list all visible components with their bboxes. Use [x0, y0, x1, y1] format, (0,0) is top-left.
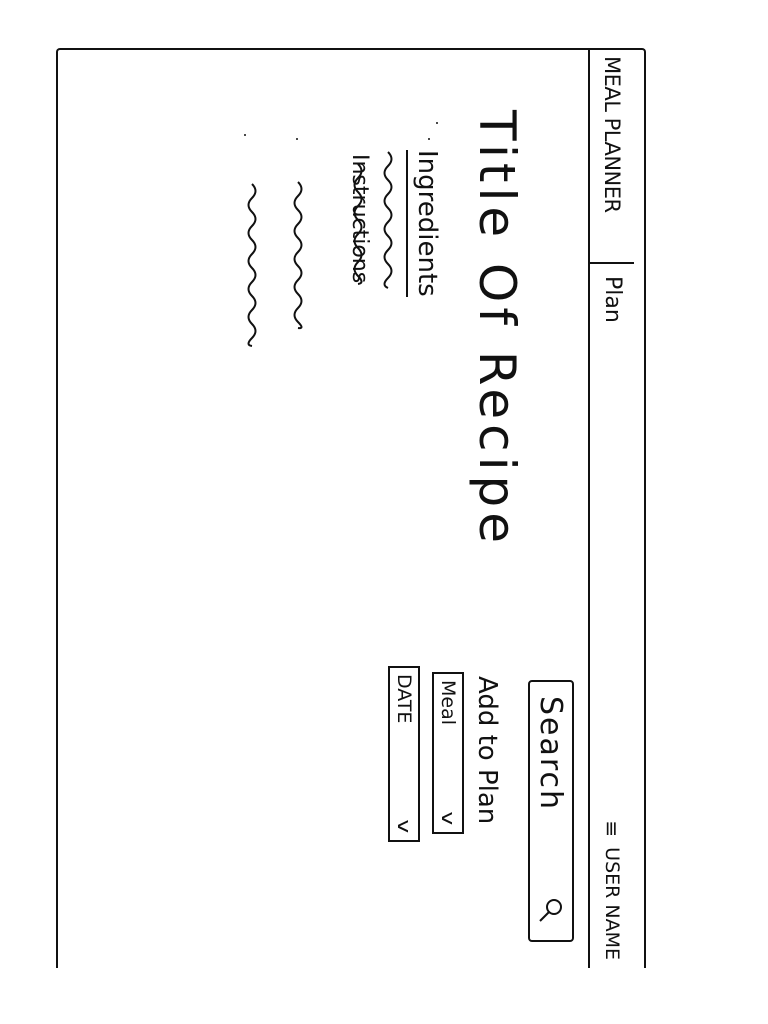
bullet-dot	[244, 134, 246, 136]
nav-plan-link[interactable]: Plan	[600, 276, 625, 323]
search-button[interactable]: Search	[528, 680, 574, 942]
ingredient-placeholder-line	[353, 163, 363, 285]
date-select[interactable]: DATE	[388, 666, 420, 842]
hamburger-icon[interactable]: ≡	[600, 820, 624, 838]
instructions-heading: Instructions	[347, 154, 372, 284]
meal-select-value: Meal	[437, 680, 459, 726]
instruction-placeholder-line	[293, 181, 303, 330]
top-nav-bar: MEAL PLANNER Plan ≡ USER NAME	[588, 50, 644, 968]
instruction-placeholder-line	[247, 183, 257, 347]
add-to-plan-label: Add to Plan	[472, 676, 502, 825]
app-window: MEAL PLANNER Plan ≡ USER NAME Title Of R…	[56, 48, 646, 968]
search-label: Search	[533, 696, 569, 812]
ingredients-heading: Ingredients	[406, 150, 442, 297]
ingredient-placeholder-line	[383, 151, 393, 289]
chevron-down-icon	[394, 820, 415, 834]
date-select-value: DATE	[393, 674, 415, 724]
page: MEAL PLANNER Plan ≡ USER NAME Title Of R…	[56, 48, 646, 968]
meal-select[interactable]: Meal	[432, 672, 464, 834]
bullet-dot	[436, 122, 438, 124]
bullet-dot	[428, 138, 430, 140]
user-name: USER NAME	[601, 847, 623, 960]
app-brand[interactable]: MEAL PLANNER	[590, 56, 634, 264]
user-menu[interactable]: ≡ USER NAME	[590, 820, 634, 960]
chevron-down-icon	[438, 812, 459, 826]
magnifier-icon	[537, 896, 565, 924]
bullet-dot	[296, 138, 298, 140]
recipe-title: Title Of Recipe	[468, 110, 526, 549]
